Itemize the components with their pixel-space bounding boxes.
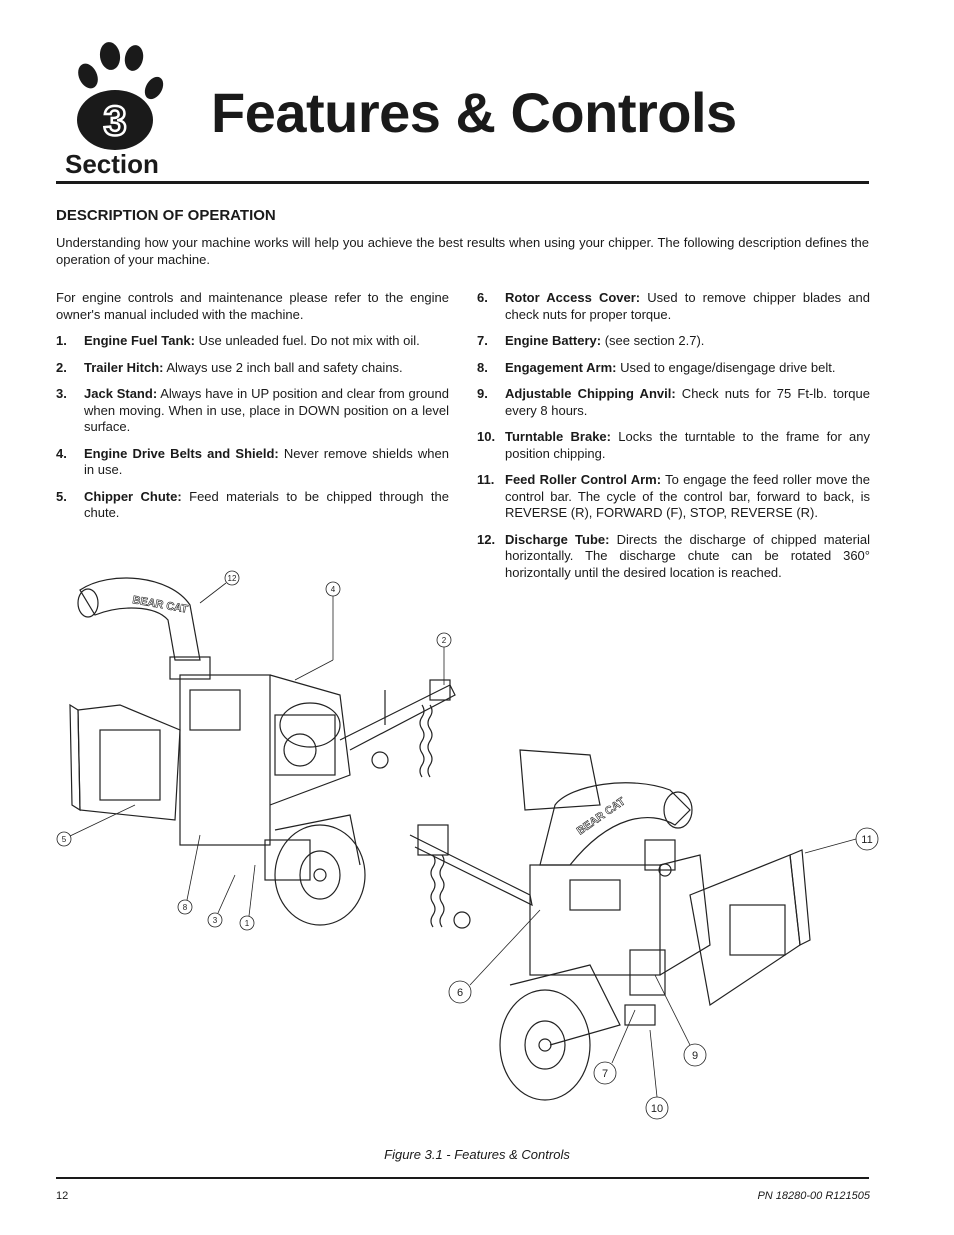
item-number: 4. xyxy=(56,445,67,461)
item-number: 11. xyxy=(477,472,495,487)
item-label: Engagement Arm: xyxy=(505,359,617,375)
callouts: 12 4 2 5 8 3 1 11 6 xyxy=(56,570,879,1120)
list-item: 1. Engine Fuel Tank: Use unleaded fuel. D… xyxy=(56,333,449,350)
item-label: Jack Stand: xyxy=(84,386,158,401)
callout-label: 6 xyxy=(457,987,463,999)
item-label: Engine Fuel Tank: xyxy=(84,333,195,348)
section-logo-paw-icon: 3 xyxy=(70,38,170,153)
callout-label: 10 xyxy=(651,1103,663,1115)
callout-label: 2 xyxy=(442,636,447,645)
item-text: Directs the discharge of chipped materia… xyxy=(505,531,870,580)
callout-label: 1 xyxy=(245,919,250,928)
brand-label: BEAR CAT xyxy=(575,795,628,837)
item-label: Engine Battery: xyxy=(505,333,602,348)
item-label: Chipper Chute: xyxy=(84,488,182,504)
item-text: Always have in UP position and clear fro… xyxy=(84,386,449,434)
item-number: 5. xyxy=(56,488,67,504)
item-label: Adjustable Chipping Anvil: xyxy=(505,386,676,401)
intro-paragraph: Understanding how your machine works wil… xyxy=(56,235,869,267)
item-text: Never remove shields when in use. xyxy=(84,445,449,478)
callout-label: 4 xyxy=(331,585,336,594)
chipper-left-drawing: BEAR CAT xyxy=(69,577,456,926)
callout-label: 12 xyxy=(228,574,237,583)
item-text: Feed materials to be chipped through the… xyxy=(84,488,450,521)
item-text: Check nuts for 75 Ft-lb. torque every 8 … xyxy=(505,386,870,418)
list-item: 2. Trailer Hitch: Always use 2 inch ball … xyxy=(56,360,449,377)
list-item: 3. Jack Stand: Always have in UP position… xyxy=(56,386,449,436)
list-item: 8. Engagement Arm: Used to engage/disenga… xyxy=(477,360,870,377)
right-column: 6. Rotor Access Cover: Used to remove chi… xyxy=(477,290,870,591)
section-heading: DESCRIPTION OF OPERATION xyxy=(56,207,276,224)
list-item: 6. Rotor Access Cover: Used to remove chi… xyxy=(477,290,870,323)
item-number: 9. xyxy=(477,386,488,401)
item-label: Trailer Hitch: xyxy=(84,359,164,375)
item-text: Use unleaded fuel. Do not mix with oil. xyxy=(195,333,420,348)
page-title: Features & Controls xyxy=(211,81,737,144)
figure-caption: Figure 3.1 - Features & Controls xyxy=(384,1147,570,1162)
list-item: 10. Turntable Brake: Locks the turntable … xyxy=(477,429,870,462)
callout-label: 8 xyxy=(183,903,188,912)
item-text: (see section 2.7). xyxy=(601,333,705,348)
list-item: 12. Discharge Tube: Directs the discharge… xyxy=(477,532,870,582)
item-number: 2. xyxy=(56,359,67,375)
section-label: Section xyxy=(65,149,159,179)
part-number: PN 18280-00 R121505 xyxy=(757,1190,870,1202)
callout-label: 9 xyxy=(692,1050,698,1062)
page-number: 12 xyxy=(56,1190,69,1202)
list-item: 9. Adjustable Chipping Anvil: Check nuts … xyxy=(477,386,870,419)
item-text: Always use 2 inch ball and safety chains… xyxy=(163,359,403,375)
callout-label: 3 xyxy=(213,916,218,925)
item-label: Feed Roller Control Arm: xyxy=(505,472,662,487)
item-text: Used to remove chipper blades and check … xyxy=(505,290,870,322)
header-divider xyxy=(56,181,869,184)
callout-label: 11 xyxy=(861,834,872,846)
left-column: For engine controls and maintenance plea… xyxy=(56,290,449,532)
list-item: 7. Engine Battery: (see section 2.7). xyxy=(477,333,870,350)
item-label: Rotor Access Cover: xyxy=(505,290,641,305)
chipper-right-drawing: BEAR CAT xyxy=(409,749,811,1101)
list-item: 4. Engine Drive Belts and Shield: Never r… xyxy=(56,446,449,479)
item-label: Discharge Tube: xyxy=(505,531,610,547)
item-number: 3. xyxy=(56,386,67,401)
list-item: 5. Chipper Chute: Feed materials to be ch… xyxy=(56,489,449,522)
item-number: 1. xyxy=(56,333,67,348)
item-number: 8. xyxy=(477,359,488,375)
callout-label: 7 xyxy=(602,1068,608,1080)
features-figure: BEAR CAT xyxy=(50,565,900,1125)
brand-label: BEAR CAT xyxy=(131,594,189,616)
item-text: Used to engage/disengage drive belt. xyxy=(616,359,836,375)
item-label: Turntable Brake: xyxy=(505,429,611,444)
footer-divider xyxy=(56,1177,869,1179)
item-number: 12. xyxy=(477,531,496,547)
item-number: 10. xyxy=(477,429,496,444)
item-text: Locks the turntable to the frame for any… xyxy=(505,429,870,461)
list-item: 11. Feed Roller Control Arm: To engage th… xyxy=(477,472,870,522)
engine-note: For engine controls and maintenance plea… xyxy=(56,290,449,322)
section-number: 3 xyxy=(103,97,126,144)
item-text: To engage the feed roller move the contr… xyxy=(505,472,870,520)
item-label: Engine Drive Belts and Shield: xyxy=(84,445,279,461)
item-number: 7. xyxy=(477,333,488,348)
callout-label: 5 xyxy=(62,835,67,844)
item-number: 6. xyxy=(477,290,488,305)
